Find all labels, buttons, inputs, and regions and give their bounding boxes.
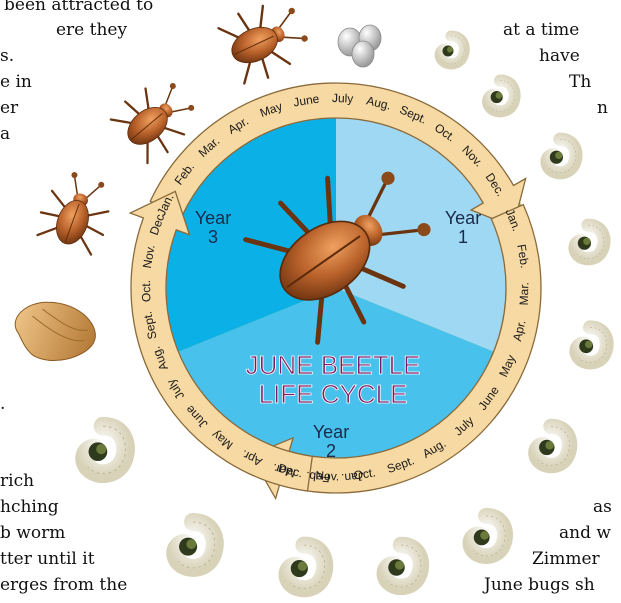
- beetle-stage-icon: [217, 0, 316, 88]
- beetle-stage-icon: [33, 166, 120, 256]
- pupa-icon: [10, 285, 102, 374]
- grub-stage-icon: [385, 545, 421, 587]
- egg-cluster-icon: [338, 25, 381, 67]
- grub-stage-icon: [287, 545, 325, 589]
- year-3-number: 3: [208, 227, 218, 247]
- year-2-word: Year: [313, 422, 349, 442]
- diagram-title-line2: LIFE CYCLE: [259, 379, 408, 409]
- grub-stage-icon: [440, 36, 464, 64]
- diagram-title-line1: JUNE BEETLE: [246, 350, 421, 380]
- grub-stage-icon: [547, 139, 576, 173]
- grub-stage-icon: [536, 426, 570, 465]
- year-2-number: 2: [326, 441, 336, 461]
- month-label: July: [332, 91, 354, 106]
- year-1-word: Year: [445, 208, 481, 228]
- month-label: Feb.: [305, 469, 330, 485]
- year-3-word: Year: [195, 208, 231, 228]
- month-label: Oct.: [139, 280, 153, 302]
- grub-stage-icon: [175, 522, 215, 568]
- grub-stage-icon: [576, 327, 606, 362]
- grub-stage-icon: [470, 516, 505, 556]
- grub-stage-icon: [575, 225, 604, 259]
- grub-stage-icon: [85, 426, 126, 473]
- month-label: Jan.: [341, 469, 365, 485]
- month-label: Mar.: [517, 282, 532, 306]
- year-1-number: 1: [458, 227, 468, 247]
- grub-stage-icon: [488, 81, 515, 112]
